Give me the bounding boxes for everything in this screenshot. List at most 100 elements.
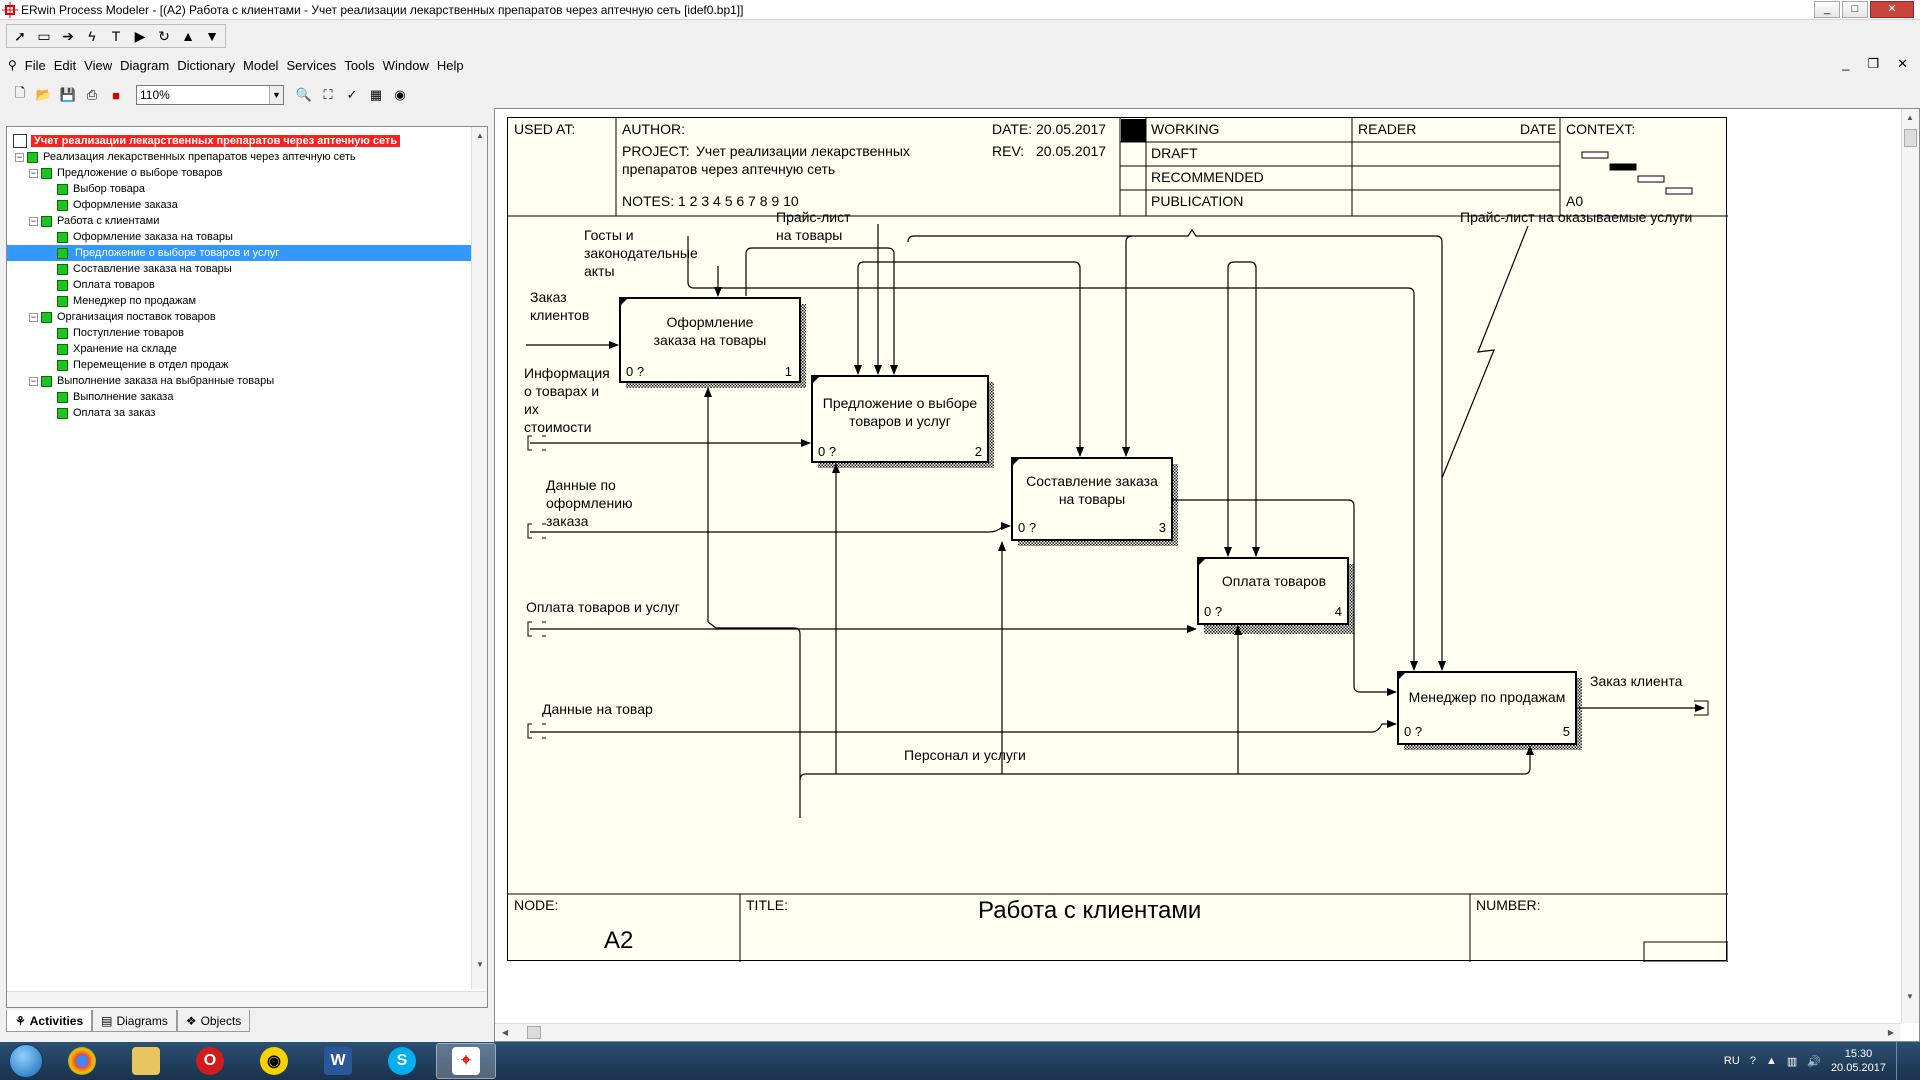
help-icon[interactable]: ? xyxy=(1749,1055,1756,1067)
tree-item[interactable]: Оплата за заказ xyxy=(7,405,471,421)
taskbar-chrome[interactable] xyxy=(52,1043,112,1079)
diagram-vertical-scrollbar[interactable]: ▲ ▼ xyxy=(1901,109,1919,1023)
go-to-child-icon[interactable]: ▼ xyxy=(205,28,219,44)
new-file-icon[interactable]: 🗋 xyxy=(14,85,26,100)
collapse-icon[interactable]: − xyxy=(29,167,38,178)
tree-vertical-scrollbar[interactable]: ▲ ▼ xyxy=(471,127,487,989)
taskbar-word[interactable]: W xyxy=(308,1043,368,1079)
tree-item[interactable]: Менеджер по продажам xyxy=(7,293,471,309)
label-standards-3[interactable]: акты xyxy=(584,263,615,279)
tab-objects[interactable]: ❖ Objects xyxy=(176,1010,251,1032)
label-order-data-2[interactable]: оформлению xyxy=(546,495,633,511)
tree-item[interactable]: −Реализация лекарственных препаратов чер… xyxy=(7,149,471,165)
arrow-staff-box5[interactable] xyxy=(799,745,1534,781)
arrow-price-services-box5[interactable] xyxy=(907,228,1446,671)
tree-item[interactable]: Оплата товаров xyxy=(7,277,471,293)
activity-box-tool-icon[interactable]: ▭ xyxy=(37,27,51,44)
scroll-down-icon[interactable]: ▼ xyxy=(476,960,484,969)
menu-tools[interactable]: Tools xyxy=(344,57,375,73)
print-icon[interactable]: ⎙ xyxy=(86,87,98,102)
maximize-button[interactable]: □ xyxy=(1842,1,1868,18)
clock[interactable]: 15:30 20.05.2017 xyxy=(1831,1047,1886,1075)
collapse-icon[interactable]: − xyxy=(29,215,38,226)
arrow-price-list-box2[interactable] xyxy=(745,247,898,375)
minimize-button[interactable]: _ xyxy=(1814,1,1840,18)
tab-diagrams[interactable]: ▤ Diagrams xyxy=(92,1010,177,1032)
tree-item[interactable]: Оформление заказа на товары xyxy=(7,229,471,245)
chevron-down-icon[interactable]: ▼ xyxy=(269,86,283,104)
tree-item[interactable]: Составление заказа на товары xyxy=(7,261,471,277)
open-file-icon[interactable]: 📂 xyxy=(35,87,53,102)
arrow-box4-control[interactable] xyxy=(1227,261,1260,557)
arrow-services-box3[interactable] xyxy=(1126,235,1132,456)
color-icon[interactable]: ■ xyxy=(112,87,120,103)
tree-item[interactable]: Оформление заказа xyxy=(7,197,471,213)
menu-dictionary[interactable]: Dictionary xyxy=(177,57,236,73)
label-price-list-2[interactable]: на товары xyxy=(776,227,842,243)
arrow-standards-box5[interactable] xyxy=(687,236,1418,671)
label-order-data-3[interactable]: заказа xyxy=(546,513,589,529)
activity-box-5[interactable]: Менеджер по продажам 0 ? 5 xyxy=(1397,671,1582,750)
menu-edit[interactable]: Edit xyxy=(53,57,77,73)
taskbar-opera[interactable]: O xyxy=(180,1043,240,1079)
collapse-icon[interactable]: − xyxy=(29,311,38,322)
label-payment[interactable]: Оплата товаров и услуг xyxy=(526,599,680,615)
label-goods-data[interactable]: Данные на товар xyxy=(542,701,653,717)
taskbar-vpn[interactable]: ◉ xyxy=(244,1043,304,1079)
tab-activities[interactable]: ⚘ Activities xyxy=(6,1010,93,1032)
collapse-icon[interactable]: − xyxy=(29,375,38,386)
language-indicator[interactable]: RU xyxy=(1723,1055,1740,1067)
label-client-order[interactable]: Заказ клиента xyxy=(1590,673,1683,689)
menu-app-icon[interactable]: ⚲ xyxy=(8,58,17,72)
tree-item[interactable]: −Предложение о выборе товаров xyxy=(7,165,471,181)
tray-expand-icon[interactable]: ▲ xyxy=(1765,1055,1777,1067)
label-client-orders-1[interactable]: Заказ xyxy=(530,289,567,305)
label-order-data-1[interactable]: Данные по xyxy=(546,477,616,493)
label-goods-info-3[interactable]: их xyxy=(524,401,539,417)
arrow-goods-data[interactable] xyxy=(530,720,1397,733)
zoom-icon[interactable]: 🔍 xyxy=(295,87,313,102)
taskbar-explorer[interactable] xyxy=(116,1043,176,1079)
arrow-order-data[interactable] xyxy=(530,522,1011,533)
tree-item[interactable]: Предложение о выборе товаров и услуг xyxy=(7,245,471,261)
mdi-minimize-button[interactable]: _ xyxy=(1842,56,1850,71)
scroll-up-icon[interactable]: ▲ xyxy=(476,131,484,140)
tree-item[interactable]: −Выполнение заказа на выбранные товары xyxy=(7,373,471,389)
label-price-list-1[interactable]: Прайс-лист xyxy=(776,209,851,225)
taskbar-skype[interactable]: S xyxy=(372,1043,432,1079)
tree-root[interactable]: Учет реализации лекарственных препаратов… xyxy=(13,133,401,149)
tree-item[interactable]: Перемещение в отдел продаж xyxy=(7,357,471,373)
collapse-icon[interactable]: − xyxy=(15,151,24,162)
menu-model[interactable]: Model xyxy=(243,57,279,73)
model-mart-icon[interactable]: ◉ xyxy=(394,87,406,102)
label-price-services[interactable]: Прайс-лист на оказываемые услуги xyxy=(1460,209,1692,225)
squiggle-tool-icon[interactable]: ϟ xyxy=(88,28,96,44)
volume-icon[interactable]: 🔊 xyxy=(1807,1055,1821,1068)
go-to-sibling-icon[interactable]: ▶ xyxy=(134,27,146,44)
show-desktop-button[interactable] xyxy=(1896,1042,1906,1080)
mdi-restore-button[interactable]: ❐ xyxy=(1867,56,1880,71)
tree-horizontal-scrollbar[interactable] xyxy=(7,991,487,1007)
tree-item[interactable]: Выполнение заказа xyxy=(7,389,471,405)
activity-box-3[interactable]: Составление заказа на товары 0 ? 3 xyxy=(1011,457,1178,546)
label-goods-info-4[interactable]: стоимости xyxy=(524,419,592,435)
menu-file[interactable]: File xyxy=(24,57,46,73)
arrow-price-list-box3[interactable] xyxy=(857,261,1084,457)
zoom-select[interactable]: 110% ▼ xyxy=(136,85,284,105)
label-standards-2[interactable]: законодательные xyxy=(584,245,698,261)
vertical-scroll-thumb[interactable] xyxy=(1904,129,1917,147)
menu-services[interactable]: Services xyxy=(286,57,337,73)
text-tool-icon[interactable]: T xyxy=(111,28,121,44)
spell-check-icon[interactable]: ✓ xyxy=(346,87,358,102)
tree-item[interactable]: −Работа с клиентами xyxy=(7,213,471,229)
start-button[interactable] xyxy=(0,1042,52,1080)
scroll-down-icon[interactable]: ▼ xyxy=(1906,992,1914,1001)
label-goods-info-2[interactable]: о товарах и xyxy=(524,383,599,399)
scroll-up-icon[interactable]: ▲ xyxy=(1906,113,1914,122)
diagram-horizontal-scrollbar[interactable]: ◀ ▶ xyxy=(495,1023,1901,1041)
label-standards-1[interactable]: Госты и xyxy=(584,227,634,243)
mdi-close-button[interactable]: ✕ xyxy=(1897,56,1908,71)
menu-view[interactable]: View xyxy=(84,57,113,73)
activity-box-4[interactable]: Оплата товаров 0 ? 4 xyxy=(1197,557,1354,634)
close-button[interactable]: ✕ xyxy=(1870,1,1914,18)
